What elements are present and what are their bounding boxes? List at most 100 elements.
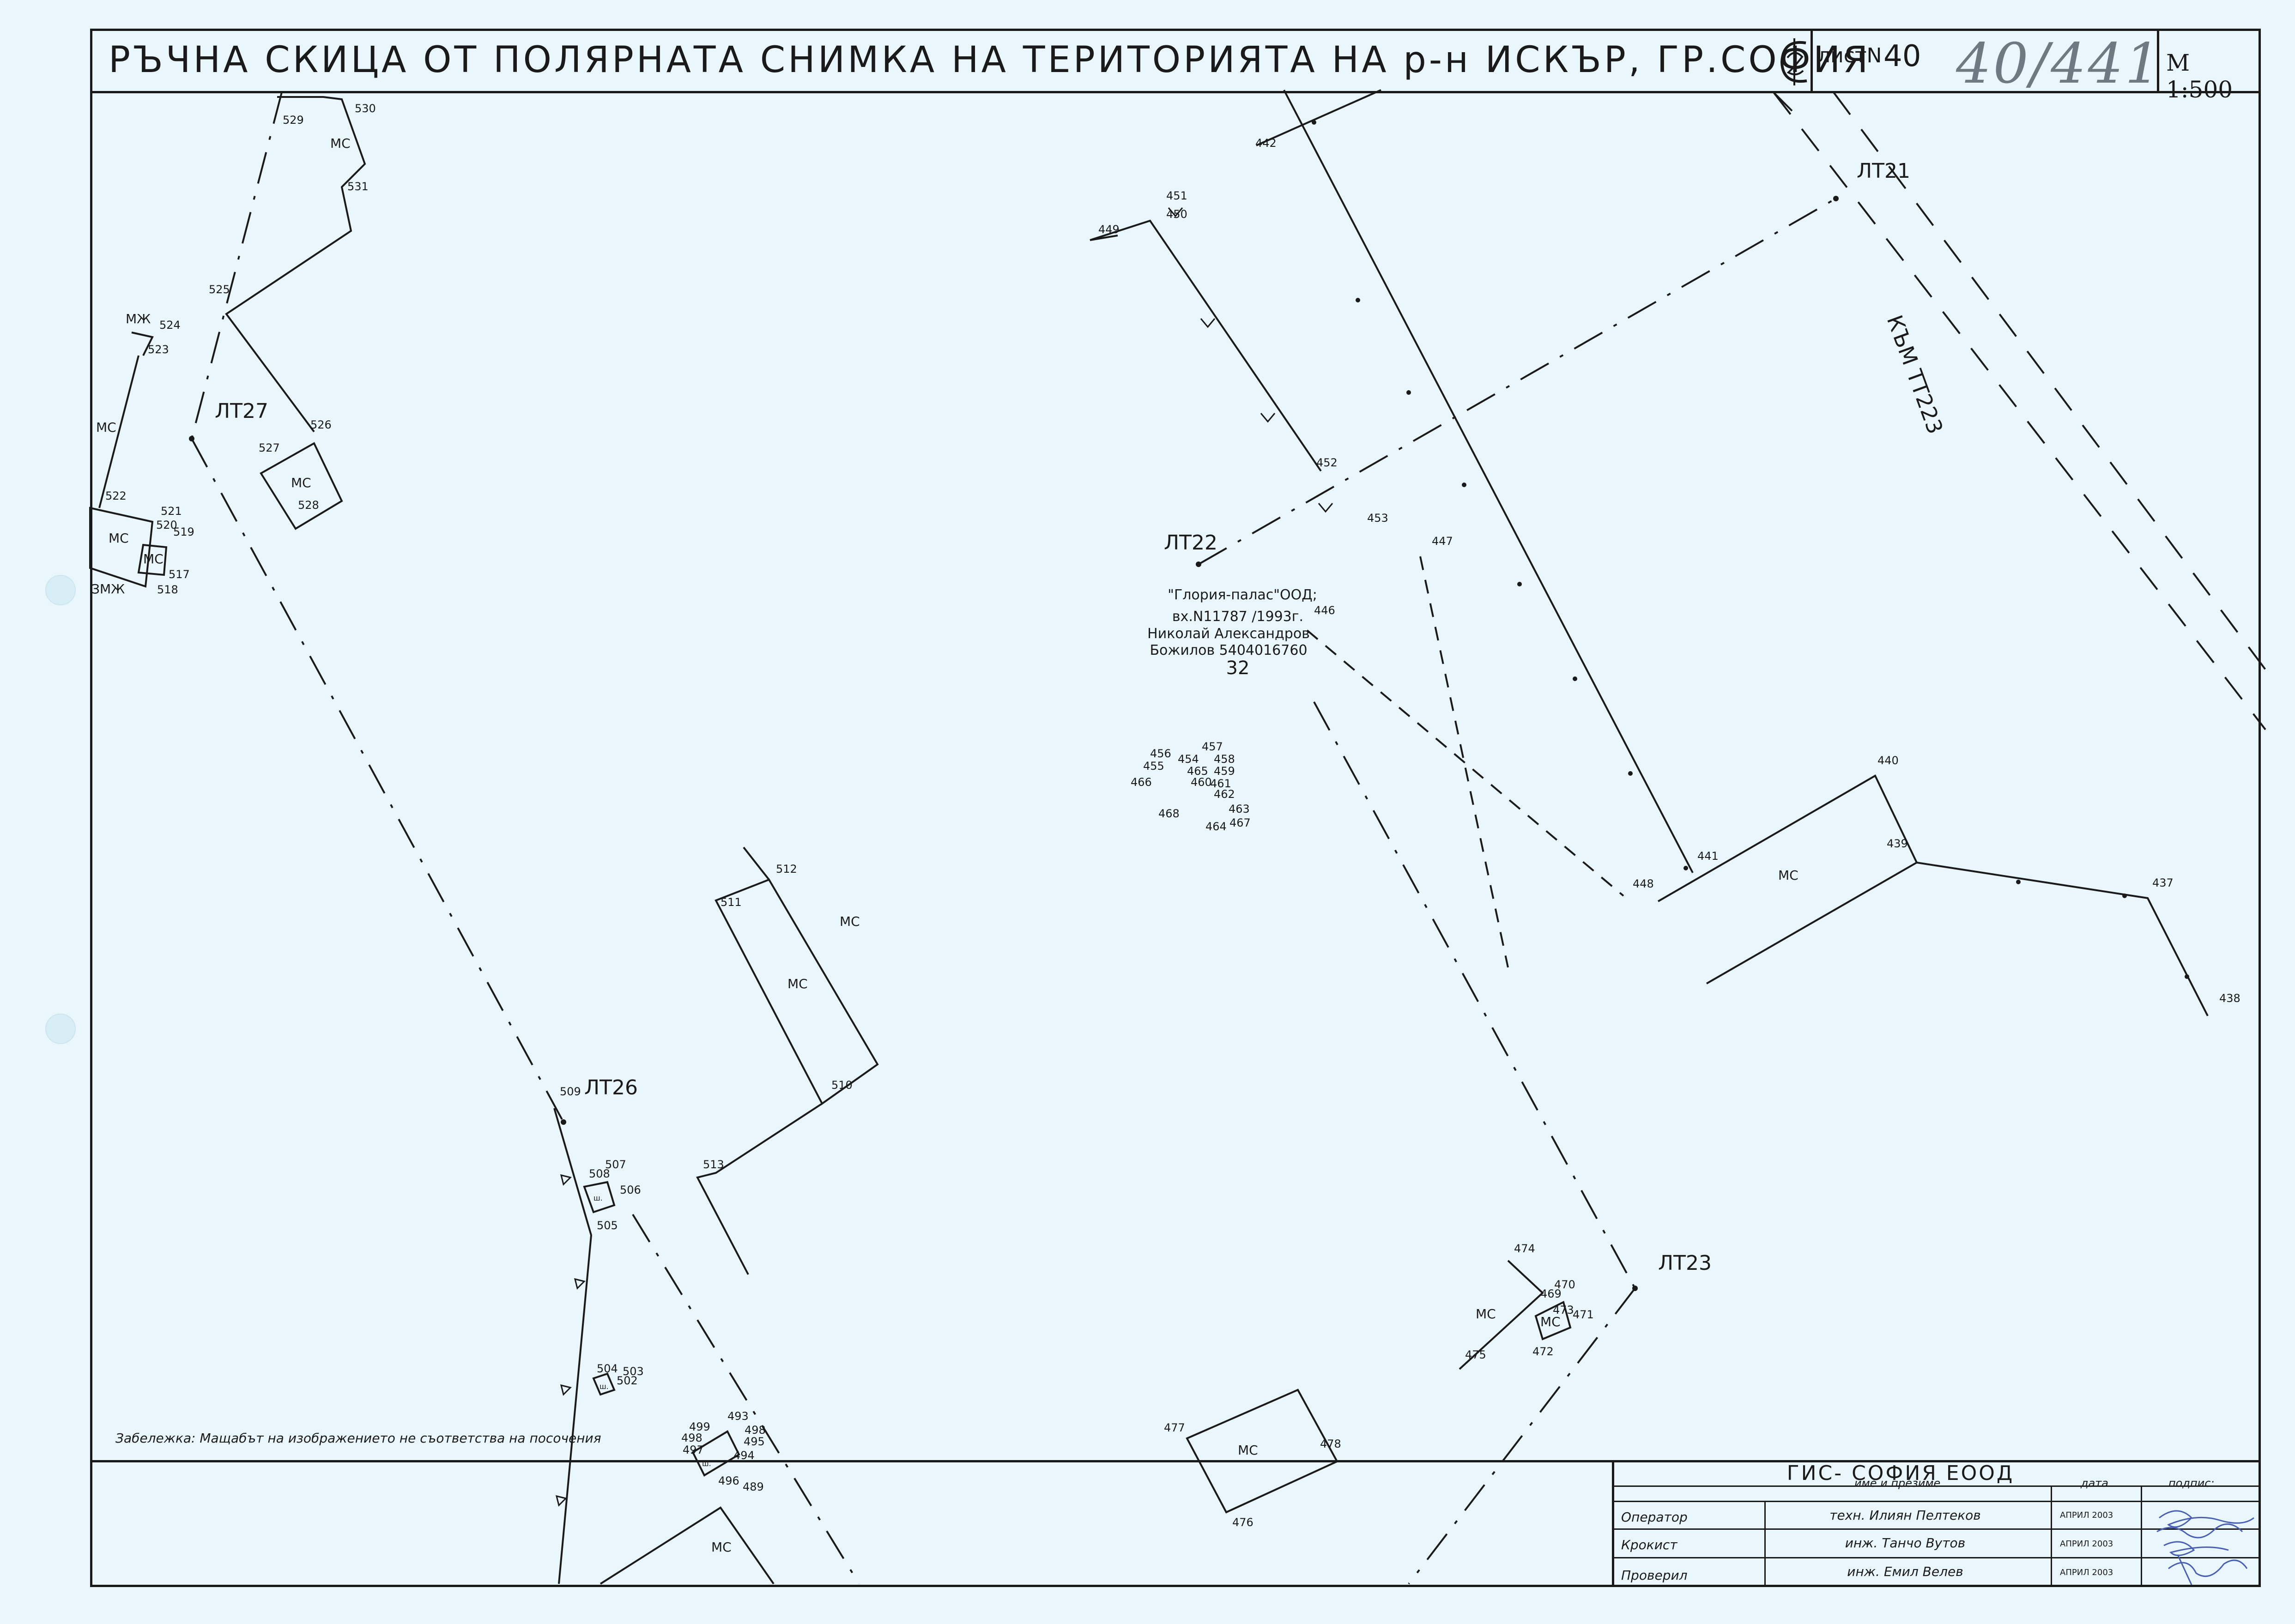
point-number: 473 bbox=[1553, 1304, 1574, 1316]
point-number: 440 bbox=[1877, 754, 1899, 767]
point-number: 513 bbox=[703, 1158, 724, 1171]
point-number: 461 bbox=[1210, 777, 1231, 790]
map-sheet: РЪЧНА СКИЦА ОТ ПОЛЯРНАТА СНИМКА НА ТЕРИТ… bbox=[90, 29, 2261, 1587]
operator-row: Оператор техн. Илиян Пелтеков АПРИЛ 2003 bbox=[1614, 1502, 2261, 1530]
person-name: техн. Илиян Пелтеков bbox=[1829, 1508, 1981, 1523]
station-lt23: ЛТ23 bbox=[1658, 1251, 1712, 1275]
point-number: 456 bbox=[1150, 747, 1171, 760]
sheet-label: листN bbox=[1817, 44, 1882, 67]
date-value: АПРИЛ 2003 bbox=[2060, 1539, 2113, 1549]
point-number: 476 bbox=[1232, 1516, 1253, 1529]
point-number: 510 bbox=[831, 1079, 853, 1092]
point-number: 464 bbox=[1205, 820, 1227, 833]
signatures bbox=[2156, 1510, 2254, 1585]
point-number: 466 bbox=[1131, 776, 1152, 789]
mc-label: МС bbox=[330, 136, 351, 151]
point-number: 453 bbox=[1367, 512, 1388, 525]
point-number: 524 bbox=[159, 319, 181, 332]
owner-id: Божилов 5404016760 bbox=[1150, 642, 1307, 658]
point-number: 446 bbox=[1314, 604, 1335, 617]
point-number: 519 bbox=[173, 525, 194, 538]
direction-ticks bbox=[555, 207, 1333, 1507]
point-number: 526 bbox=[310, 418, 332, 431]
mc-label: МС bbox=[143, 551, 163, 567]
point-number: 463 bbox=[1229, 803, 1250, 815]
point-number: 498 bbox=[681, 1431, 702, 1444]
station-lt26: ЛТ26 bbox=[584, 1076, 638, 1099]
point-number: 520 bbox=[156, 519, 177, 531]
point-number: 511 bbox=[721, 896, 742, 909]
point-number: 507 bbox=[605, 1158, 626, 1171]
handwritten-sheet-number: 40/441 bbox=[1956, 32, 2162, 96]
point-number: 528 bbox=[298, 499, 319, 512]
point-number: 438 bbox=[2219, 992, 2241, 1005]
point-number: 449 bbox=[1098, 223, 1120, 236]
point-numbers: 442 451 450 449 452 453 447 446 448 441 … bbox=[105, 102, 2241, 1529]
point-number: 459 bbox=[1214, 765, 1235, 778]
point-number: 442 bbox=[1255, 137, 1277, 150]
point-number: 472 bbox=[1532, 1345, 1554, 1358]
person-name: инж. Емил Велев bbox=[1847, 1564, 1963, 1579]
sketcher-row: Крокист инж. Танчо Вутов АПРИЛ 2003 bbox=[1614, 1530, 2261, 1558]
mc-label: МС bbox=[1476, 1306, 1496, 1322]
station-lt22: ЛТ22 bbox=[1164, 531, 1217, 555]
point-number: 531 bbox=[347, 180, 369, 193]
scale-note: Забележка: Мащабът на изображението не с… bbox=[115, 1431, 601, 1446]
zmzh-label: ЗМЖ bbox=[91, 581, 125, 597]
point-number: 470 bbox=[1554, 1278, 1575, 1291]
point-number: 495 bbox=[744, 1435, 765, 1448]
point-number: 469 bbox=[1540, 1287, 1562, 1300]
owner-entry: вх.N11787 /1993г. bbox=[1172, 609, 1303, 625]
point-number: 455 bbox=[1143, 760, 1164, 773]
station-markers bbox=[189, 120, 2189, 1291]
scale-cell bbox=[2157, 31, 2159, 91]
point-number: 493 bbox=[727, 1410, 749, 1423]
point-number: 465 bbox=[1187, 765, 1208, 778]
point-number: 448 bbox=[1633, 877, 1654, 890]
role-label: Крокист bbox=[1621, 1537, 1677, 1552]
right-buildings bbox=[1186, 1260, 1572, 1514]
mzh-label: МЖ bbox=[126, 311, 151, 326]
punch-hole-bottom bbox=[45, 1014, 76, 1044]
point-number: 474 bbox=[1514, 1242, 1535, 1255]
company-name: ГИС- СОФИЯ ЕООД bbox=[1614, 1460, 2261, 1487]
parcel-diagonals bbox=[1306, 556, 1624, 968]
role-label: Проверил bbox=[1621, 1568, 1688, 1583]
survey-traverse-lines bbox=[191, 92, 1836, 1585]
point-number: 504 bbox=[597, 1362, 618, 1375]
point-number: 522 bbox=[105, 489, 127, 502]
point-number: 508 bbox=[589, 1167, 610, 1180]
owner-person: Николай Александров bbox=[1147, 626, 1310, 642]
scale-label: M 1:500 bbox=[2166, 49, 2233, 103]
mc-label: МС bbox=[1238, 1443, 1258, 1458]
point-number: 506 bbox=[620, 1183, 641, 1196]
checker-row: Проверил инж. Емил Велев АПРИЛ 2003 bbox=[1614, 1558, 2261, 1587]
point-number: 530 bbox=[355, 102, 376, 115]
gis-logo-icon bbox=[1780, 38, 1807, 85]
punch-hole-top bbox=[45, 575, 76, 605]
point-number: 451 bbox=[1166, 189, 1187, 202]
point-number: 512 bbox=[776, 863, 797, 875]
divider bbox=[2141, 1487, 2142, 1587]
point-number: 489 bbox=[743, 1480, 764, 1493]
owner-name: "Глория-палас"ООД; bbox=[1168, 587, 1317, 603]
col-date-header: дата bbox=[2081, 1477, 2108, 1490]
divider bbox=[1764, 1502, 1766, 1587]
point-number: 499 bbox=[689, 1420, 710, 1433]
mc-label: МС bbox=[1778, 868, 1798, 883]
mc-label: МС bbox=[109, 531, 129, 546]
point-number: 447 bbox=[1432, 535, 1453, 548]
point-number: 497 bbox=[683, 1443, 704, 1456]
date-value: АПРИЛ 2003 bbox=[2060, 1568, 2113, 1577]
mc-label: МС bbox=[711, 1539, 732, 1555]
sheet-number: 40 bbox=[1883, 39, 1921, 73]
mc-label: МС bbox=[1540, 1314, 1561, 1329]
point-number: 517 bbox=[169, 568, 190, 581]
road-edges bbox=[1773, 91, 2266, 730]
bottom-band bbox=[90, 1460, 2261, 1462]
date-value: АПРИЛ 2003 bbox=[2060, 1510, 2113, 1520]
road-label: КЪМ ТТ223 bbox=[1882, 312, 1948, 437]
point-number: 527 bbox=[259, 441, 280, 454]
shaft-label: ш. bbox=[599, 1382, 609, 1391]
